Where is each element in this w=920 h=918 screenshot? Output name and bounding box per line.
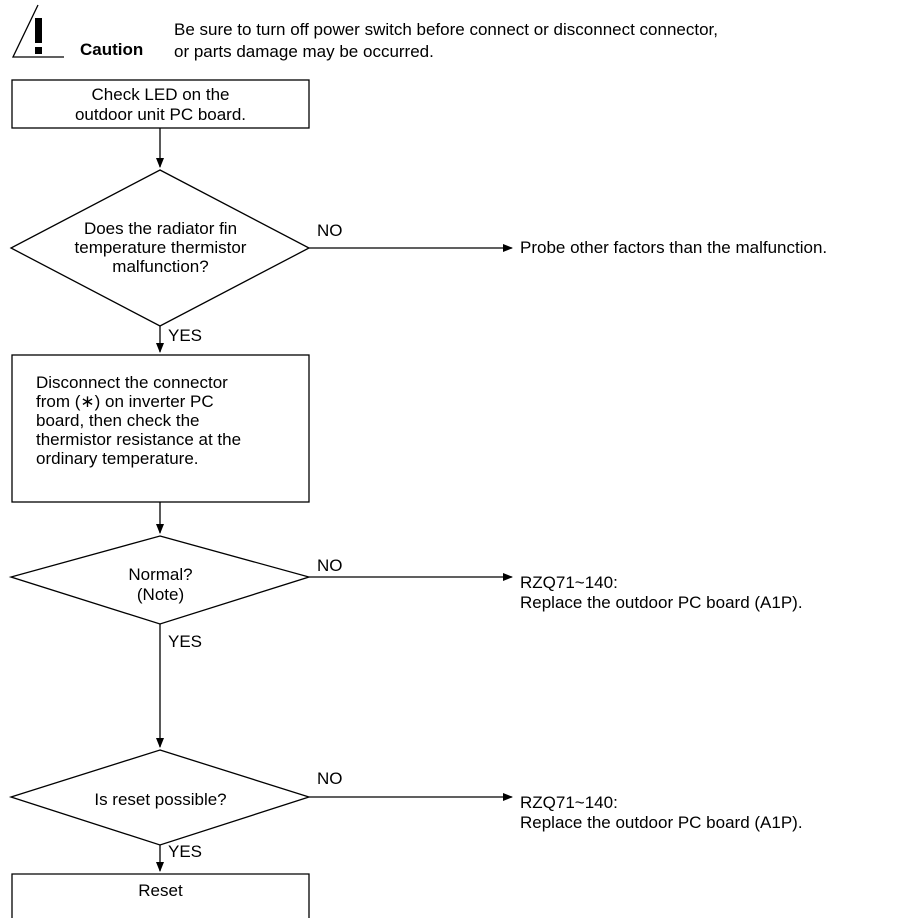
box2-text-line1: Disconnect the connector [36,373,228,392]
box2-text-line2: from (∗) on inverter PC [36,392,214,411]
d2-no-label: NO [317,556,343,575]
d3-no-result-line2: Replace the outdoor PC board (A1P). [520,813,803,832]
box-check-led-text-line1: Check LED on the [91,85,230,104]
caution-label: Caution [80,40,144,59]
diamond2-text-line1: Normal? [128,565,193,584]
box2-text-line5: ordinary temperature. [36,449,199,468]
box2-text-line3: board, then check the [36,411,200,430]
diamond3-text: Is reset possible? [94,790,227,809]
d1-yes-label: YES [168,326,203,345]
caution-text-line2: or parts damage may be occurred. [174,42,434,61]
diamond1-text-line2: temperature thermistor [74,238,247,257]
caution-text-line1: Be sure to turn off power switch before … [174,20,718,39]
d2-yes-label: YES [168,632,203,651]
box-reset-text: Reset [138,881,183,900]
diamond1-text-line1: Does the radiator fin [83,219,238,238]
caution-warning-icon [11,4,64,58]
d3-yes-label: YES [168,842,203,861]
d1-no-label: NO [317,221,343,240]
d2-no-result-line1: RZQ71~140: [520,573,618,592]
diamond1-text-line3: malfunction? [112,257,209,276]
box-reset [11,873,310,918]
d3-no-result-line1: RZQ71~140: [520,793,618,812]
d2-no-result-line2: Replace the outdoor PC board (A1P). [520,593,803,612]
d3-no-label: NO [317,769,343,788]
d1-no-result: Probe other factors than the malfunction… [520,238,828,257]
box-check-led-text-line2: outdoor unit PC board. [74,105,247,124]
box2-text-line4: thermistor resistance at the [36,430,242,449]
diamond2-text-line2: (Note) [136,585,185,604]
